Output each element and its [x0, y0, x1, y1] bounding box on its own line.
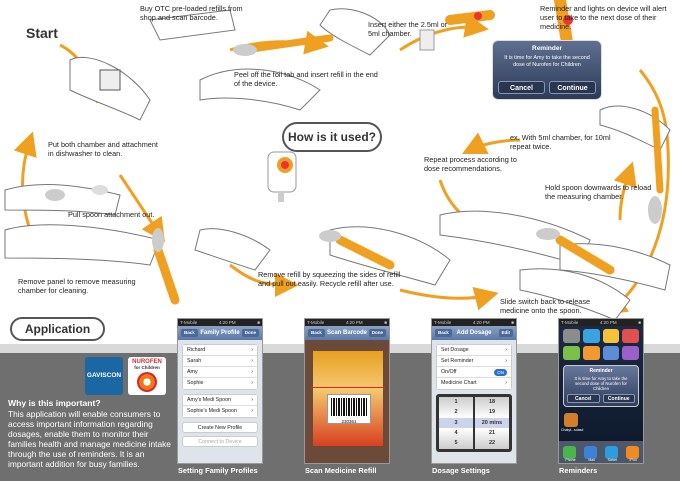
alert-continue-button[interactable]: Continue [549, 81, 596, 94]
screen-label: Reminders [559, 466, 598, 475]
flow-arrow [613, 161, 637, 221]
back-button[interactable]: Back [435, 329, 452, 337]
mail-icon[interactable] [584, 445, 597, 459]
flow-arrow [461, 132, 521, 155]
list-item[interactable]: Amy's Medi Spoon› [183, 395, 257, 406]
list-item[interactable]: Sophie› [183, 378, 257, 389]
ipod-icon[interactable] [626, 445, 639, 459]
why-section: Why is this important? This application … [8, 398, 178, 469]
dosage-picker[interactable]: 1 2 3 4 5 18 19 20 mins 21 22 [436, 394, 512, 452]
back-button[interactable]: Back [308, 329, 325, 337]
step-caption: Peel off the foil tab and insert refill … [234, 70, 378, 88]
create-profile-button[interactable]: Create New Profile [182, 422, 258, 433]
step-caption: Remove panel to remove measuring chamber… [18, 277, 136, 295]
flow-arrow [399, 13, 489, 52]
flow-arrow [229, 263, 299, 297]
barcode: 230361 [327, 394, 371, 424]
application-tag: Application [10, 317, 105, 341]
connect-device-button[interactable]: Connect to Device [182, 436, 258, 447]
flow-arrow [399, 286, 499, 311]
screen-label: Setting Family Profiles [178, 466, 258, 475]
on-off-toggle[interactable]: ON [494, 369, 507, 376]
why-heading: Why is this important? [8, 398, 101, 408]
dock [559, 441, 643, 463]
step-caption: Slide switch back to release medicine on… [500, 297, 591, 315]
alert-title: Reminder [532, 45, 562, 52]
list-item[interactable]: Sophie's Medi Spoon› [183, 406, 257, 417]
list-item[interactable]: Medicine Chart› [437, 378, 511, 389]
alert-message: It is time for Amy to take the second do… [504, 55, 590, 68]
app-icon[interactable] [564, 413, 578, 427]
flow-arrow [13, 131, 37, 231]
list-item[interactable]: Set Dosage› [437, 345, 511, 356]
screen-label: Dosage Settings [432, 466, 490, 475]
flow-arrow [602, 69, 670, 315]
nav-title: Add Dosage [456, 330, 492, 336]
phone-icon[interactable] [563, 445, 576, 459]
step-caption: ex. With 5ml chamber, for 10ml repeat tw… [510, 133, 611, 151]
safari-icon[interactable] [605, 445, 618, 459]
list-item[interactable]: Amy› [183, 367, 257, 378]
flow-arrow [118, 174, 165, 243]
scan-line [311, 387, 385, 388]
how-is-it-used-bubble: How is it used? [282, 122, 382, 152]
illustration-background [4, 0, 671, 321]
done-button[interactable]: Done [241, 329, 259, 337]
step-caption: Repeat process according to dose recomme… [424, 155, 517, 173]
nav-title: Family Profile [200, 330, 240, 336]
nurofen-logo: NUROFEN for Children [128, 357, 166, 395]
done-button[interactable]: Done [368, 329, 386, 337]
list-item[interactable]: Set Reminder› [437, 356, 511, 367]
cancel-button[interactable]: Cancel [567, 394, 600, 403]
start-label: Start [26, 25, 58, 41]
step-caption: Insert either the 2.5ml or 5ml chamber. [368, 20, 448, 38]
step-caption: Hold spoon downwards to reload the measu… [545, 183, 652, 201]
reminder-alert: Reminder It is time for Amy to take the … [492, 40, 602, 100]
step-caption: Put both chamber and attachment in dishw… [48, 140, 158, 158]
list-item[interactable]: Richard› [183, 345, 257, 356]
list-item[interactable]: Sarah› [183, 356, 257, 367]
step-caption: Pull spoon attachment out. [68, 210, 155, 219]
step-caption: Reminder and lights on device will alert… [540, 4, 667, 31]
gaviscon-logo: GAVISCON [85, 357, 123, 395]
nav-title: Scan Barcode [326, 330, 368, 336]
alert-cancel-button[interactable]: Cancel [498, 81, 545, 94]
continue-button[interactable]: Continue [602, 394, 635, 403]
edit-button[interactable]: Edit [498, 329, 513, 337]
back-button[interactable]: Back [181, 329, 198, 337]
step-caption: Buy OTC pre-loaded refills from shop and… [140, 4, 243, 22]
reminder-mini-alert: Reminder It is time for Amy to take the … [563, 365, 639, 407]
step-caption: Remove refill by squeezing the sides of … [258, 270, 401, 288]
why-body: This application will enable consumers t… [8, 409, 171, 469]
screen-label: Scan Medicine Refill [305, 466, 377, 475]
